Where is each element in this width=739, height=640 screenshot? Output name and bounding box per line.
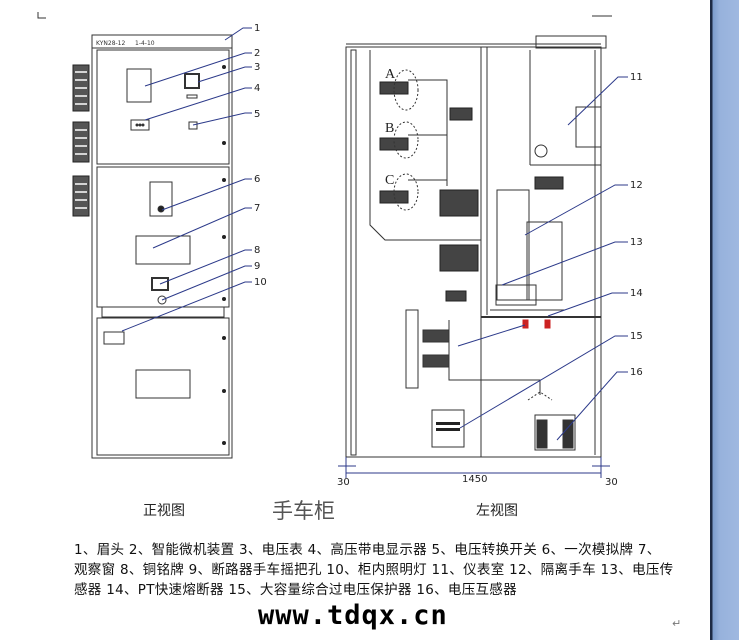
front-view-caption: 正视图 [143, 503, 185, 519]
document-page: KYN28-12 1-4-10 1 2 3 [37, 12, 682, 631]
legend-text: 1、眉头 2、智能微机装置 3、电压表 4、高压带电显示器 5、电压转换开关 6… [74, 542, 674, 598]
label-11: 11 [630, 72, 643, 83]
header-text: 1-4-10 [135, 40, 155, 47]
label-2: 2 [254, 48, 260, 59]
header-text: KYN28-12 [96, 40, 125, 47]
label-4: 4 [254, 83, 260, 94]
label-3: 3 [254, 62, 260, 73]
label-12: 12 [630, 180, 643, 191]
switchgear-drawing: KYN28-12 1-4-10 1 2 3 [37, 12, 643, 488]
phase-a-label: A [385, 67, 396, 82]
label-10: 10 [254, 277, 267, 288]
label-5: 5 [254, 109, 260, 120]
figure-title: 手车柜 [272, 499, 335, 523]
label-16: 16 [630, 367, 643, 378]
label-8: 8 [254, 245, 260, 256]
label-9: 9 [254, 261, 260, 272]
dimension-right: 30 [605, 477, 618, 488]
label-7: 7 [254, 203, 260, 214]
corner-mark [37, 12, 46, 19]
paragraph-mark: ↵ [672, 617, 682, 630]
label-14: 14 [630, 288, 643, 299]
dimension-width: 1450 [462, 474, 487, 485]
website-watermark: www.tdqx.cn [258, 600, 448, 631]
side-view: A B C 11 12 13 14 15 16 [337, 35, 643, 488]
label-6: 6 [254, 174, 260, 185]
label-1: 1 [254, 23, 260, 34]
phase-b-label: B [385, 121, 394, 136]
dimension-left: 30 [337, 477, 350, 488]
phase-c-label: C [385, 173, 394, 188]
label-13: 13 [630, 237, 643, 248]
label-15: 15 [630, 331, 643, 342]
window-side-panel [710, 0, 739, 640]
side-view-caption: 左视图 [476, 503, 518, 519]
front-view: KYN28-12 1-4-10 1 2 3 [72, 23, 267, 459]
